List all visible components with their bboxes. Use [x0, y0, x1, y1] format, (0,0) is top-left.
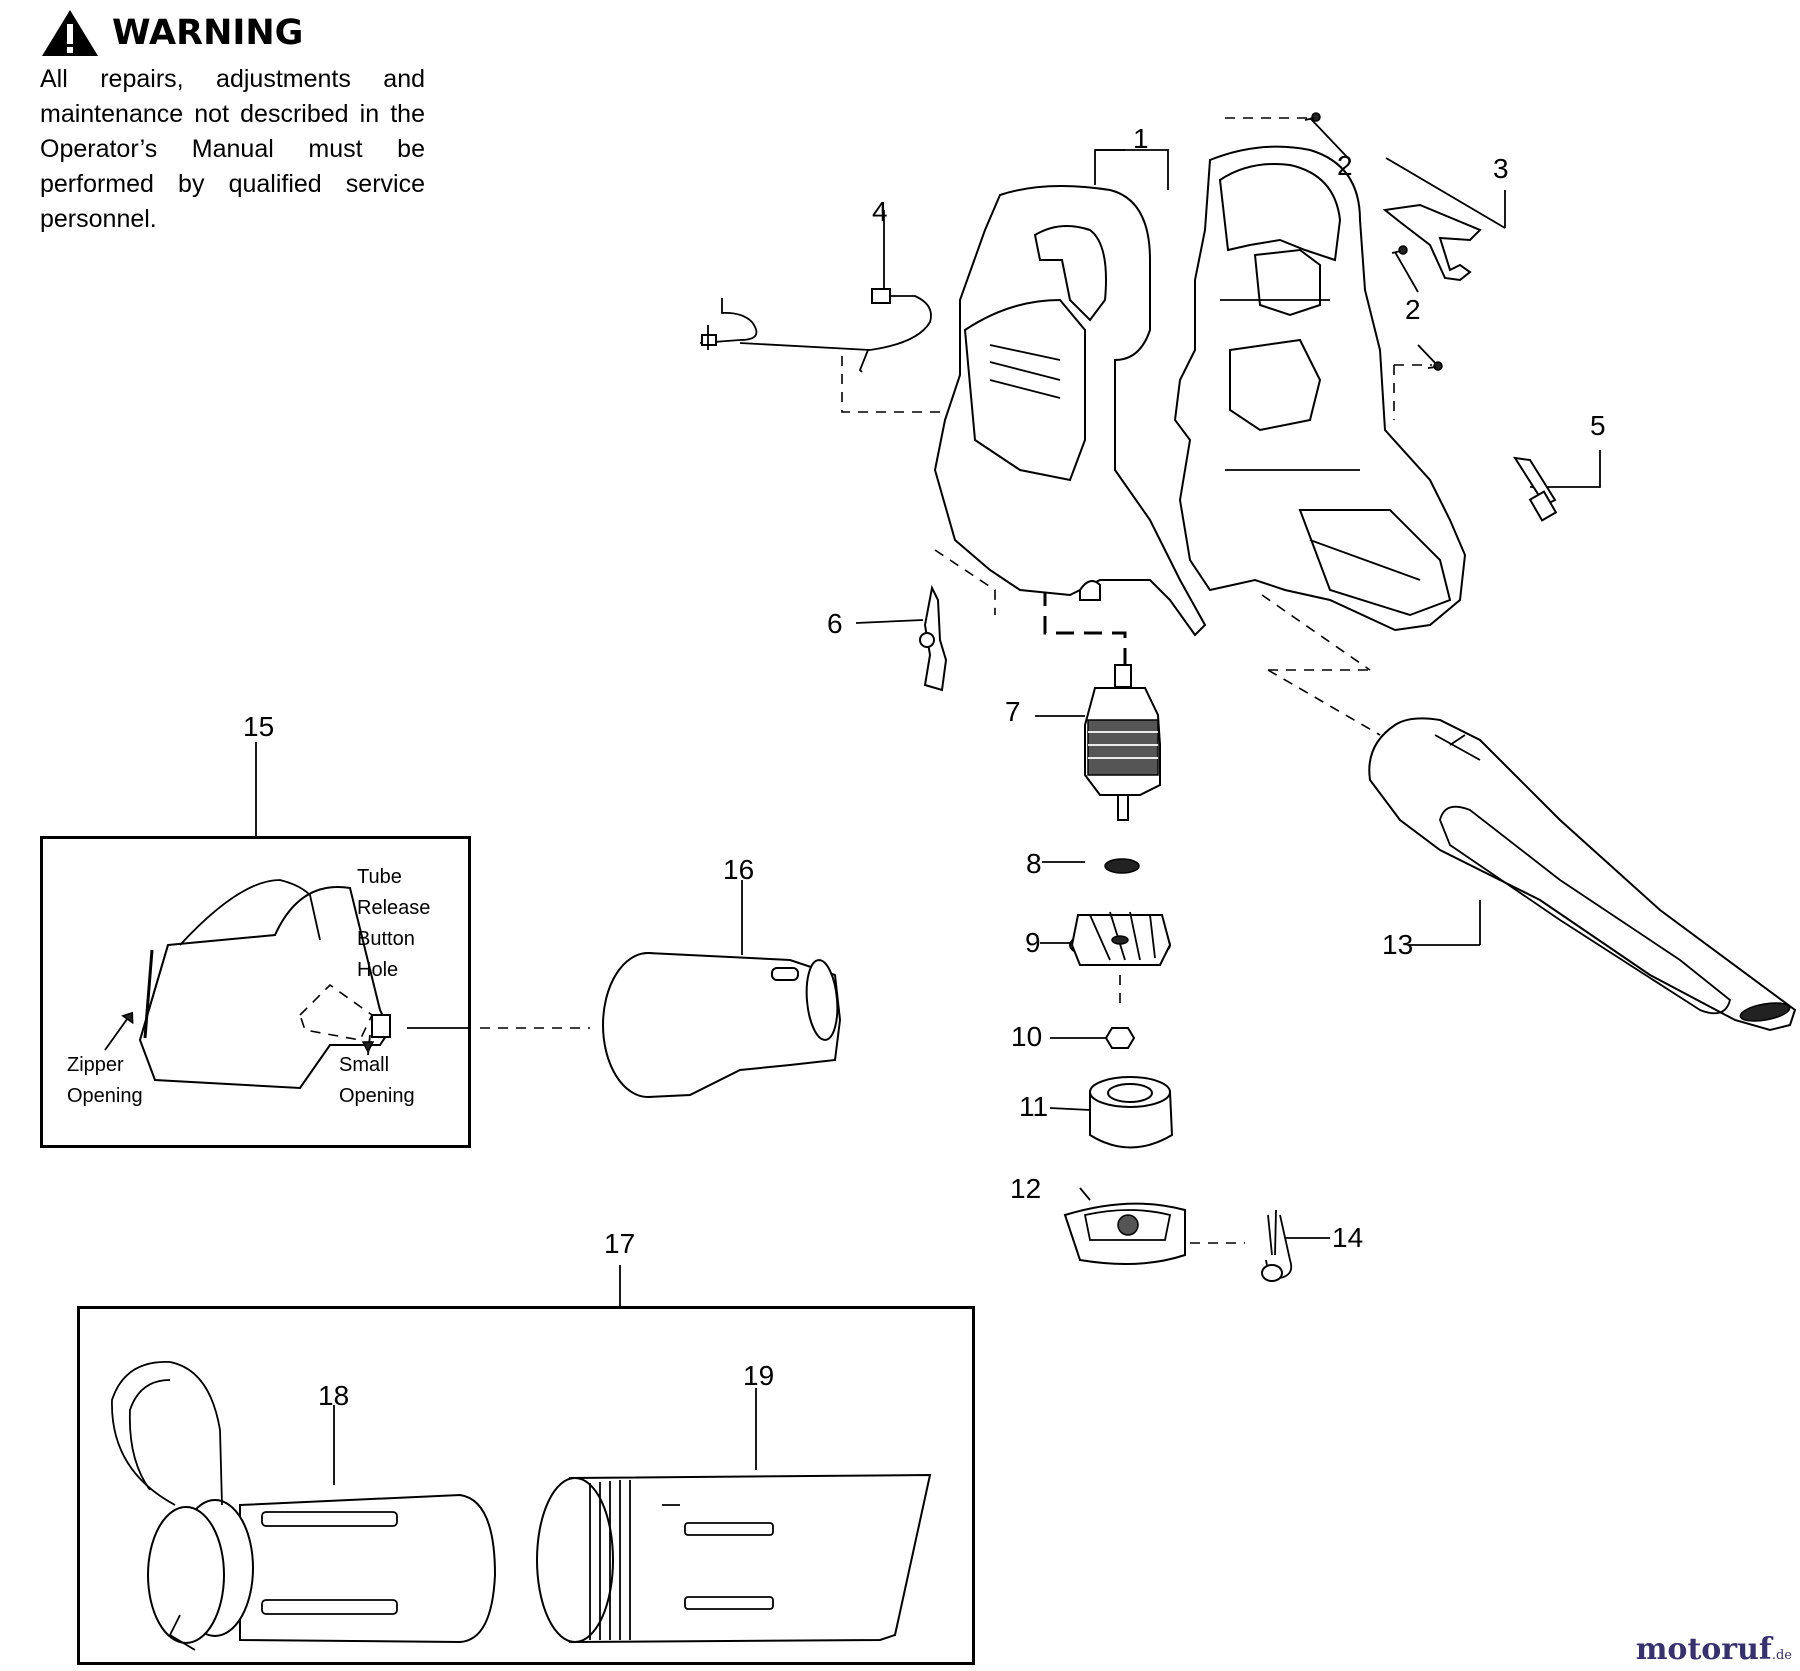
- vacuum-nozzle-tube: [536, 1473, 932, 1644]
- callout-15: 15: [243, 711, 275, 742]
- warning-triangle-icon: [42, 10, 98, 56]
- impeller-fan: [1069, 911, 1172, 966]
- blower-tube: [1368, 717, 1797, 1032]
- callout-19: 19: [743, 1360, 775, 1391]
- callout-18: 18: [318, 1380, 350, 1411]
- note-tube-release-button-hole: Tube Release Button Hole: [357, 866, 431, 981]
- callout-13: 13: [1382, 929, 1414, 960]
- callout-2b: 2: [1405, 294, 1421, 325]
- switch-bracket: [1382, 203, 1482, 282]
- bag-detail-box: [40, 836, 471, 1148]
- fan-cover-cup: [1089, 1076, 1174, 1149]
- screw-icons: [1304, 112, 1443, 371]
- power-cord: [699, 288, 932, 373]
- brand-suffix: .de: [1771, 1648, 1792, 1663]
- callout-1: 1: [1133, 123, 1149, 154]
- housing-left-half: [933, 185, 1207, 637]
- callout-6: 6: [827, 608, 843, 639]
- collection-bag: [104, 879, 392, 1090]
- callout-12: 12: [1010, 1173, 1042, 1204]
- callout-17: 17: [604, 1228, 636, 1259]
- motor: [1084, 664, 1161, 821]
- base-cover: [1063, 1202, 1186, 1265]
- callout-4: 4: [872, 196, 888, 227]
- trigger: [919, 584, 948, 692]
- tube-kit-box: [77, 1306, 975, 1665]
- brand-watermark: motoruf.de: [1636, 1632, 1792, 1667]
- washer: [1104, 858, 1140, 874]
- retaining-clip: [1261, 1209, 1293, 1282]
- lock-switch: [1512, 456, 1558, 522]
- callout-5: 5: [1590, 410, 1606, 441]
- note-small-opening: Small Opening: [339, 1054, 415, 1107]
- bag-adapter: [602, 952, 842, 1098]
- callout-11: 11: [1019, 1091, 1049, 1122]
- nut: [1104, 1027, 1136, 1049]
- brand-name: motoruf: [1635, 1632, 1772, 1667]
- warning-header: WARNING: [40, 8, 303, 58]
- callout-2a: 2: [1337, 150, 1353, 181]
- callout-3: 3: [1493, 153, 1509, 184]
- leader-lines: [255, 117, 1601, 1485]
- callout-14: 14: [1332, 1222, 1364, 1253]
- callout-10: 10: [1011, 1021, 1043, 1052]
- warning-text: All repairs, adjustments and maintenance…: [40, 65, 425, 233]
- callout-8: 8: [1026, 848, 1042, 879]
- callout-16: 16: [723, 854, 755, 885]
- thread-ring: [589, 1480, 631, 1640]
- callout-7: 7: [1005, 696, 1021, 727]
- callout-9: 9: [1025, 927, 1041, 958]
- note-zipper-opening: Zipper Opening: [67, 1054, 143, 1107]
- vacuum-tube: [111, 1361, 497, 1651]
- housing-right-half: [1173, 145, 1467, 632]
- warning-title: WARNING: [112, 13, 304, 53]
